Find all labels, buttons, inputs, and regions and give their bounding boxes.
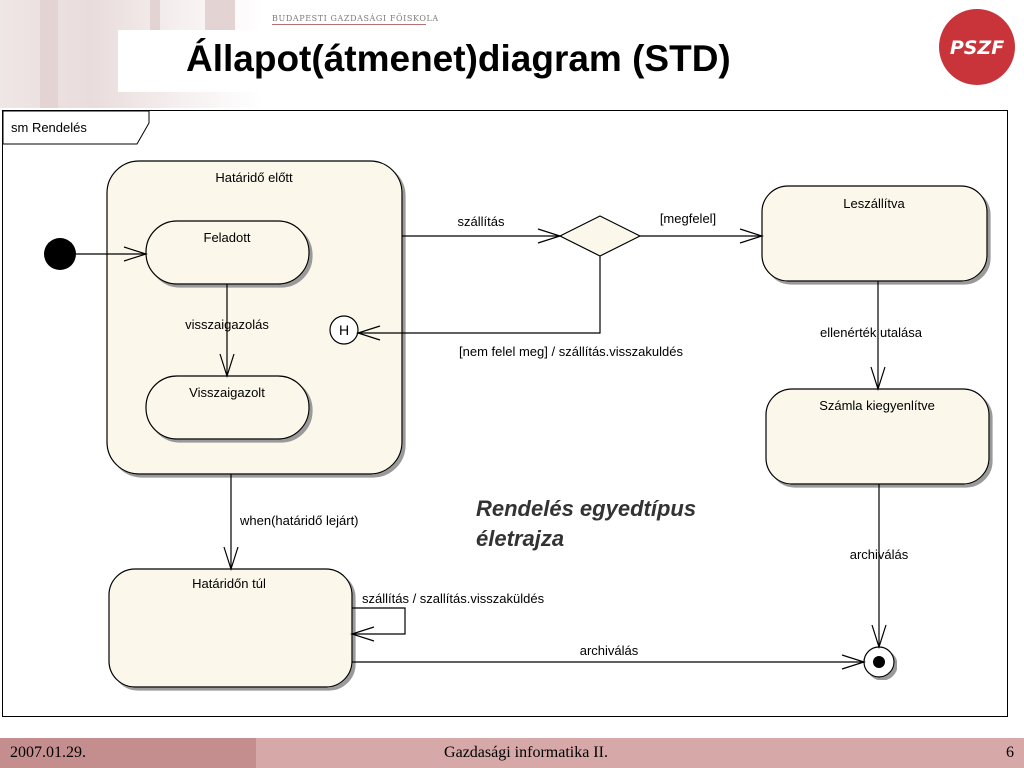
svg-text:Számla kiegyenlítve: Számla kiegyenlítve — [819, 398, 935, 413]
label-szallitas: szállítás — [458, 214, 505, 229]
decision-node — [558, 215, 642, 257]
transition-ellenertek-utalasa — [870, 281, 886, 391]
annotation-line-1: Rendelés egyedtípus — [476, 496, 696, 521]
state-diagram: sm Rendelés Határidő előtt Feladott Viss… — [2, 110, 1008, 717]
state-feladott: Feladott — [145, 220, 310, 285]
label-self-loop: szállítás / szallítás.visszaküldés — [362, 591, 545, 606]
transition-archivalas-bottom — [352, 654, 866, 670]
svg-text:Leszállítva: Leszállítva — [843, 196, 905, 211]
school-underline — [272, 24, 426, 25]
label-ellenertek: ellenérték utalása — [820, 325, 923, 340]
school-name: BUDAPESTI GAZDASÁGI FŐISKOLA — [272, 14, 439, 23]
transition-self-loop — [350, 607, 406, 642]
transition-archivalas-right — [871, 484, 887, 649]
state-hatarido-elott-label: Határidő előtt — [215, 170, 293, 185]
transition-when-hatarido-lejart — [223, 474, 239, 571]
label-archivalas-bottom: archiválás — [580, 643, 639, 658]
footer-date: 2007.01.29. — [0, 738, 256, 768]
label-archivalas-right: archiválás — [850, 547, 909, 562]
final-state — [863, 646, 895, 678]
header-decoration — [0, 0, 262, 108]
footer-page-number: 6 — [1006, 744, 1014, 761]
initial-state — [44, 238, 76, 270]
slide-title: Állapot(átmenet)diagram (STD) — [186, 38, 731, 79]
state-szamla-kiegyenlitve: Számla kiegyenlítve — [765, 388, 990, 485]
frame-label: sm Rendelés — [3, 111, 150, 145]
pszf-logo: PSZF — [938, 8, 1016, 86]
label-when: when(határidő lejárt) — [239, 513, 359, 528]
svg-text:sm Rendelés: sm Rendelés — [11, 120, 87, 135]
label-megfelel: [megfelel] — [660, 211, 716, 226]
annotation-line-2: életrajza — [476, 526, 564, 551]
transition-nem-felel-meg — [356, 256, 601, 341]
svg-text:Feladott: Feladott — [204, 230, 251, 245]
transition-szallitas — [402, 228, 562, 244]
state-visszaigazolt: Visszaigazolt — [145, 375, 310, 440]
svg-text:Határidőn túl: Határidőn túl — [192, 576, 266, 591]
state-leszallitva: Leszállítva — [761, 185, 988, 282]
transition-visszaigazolas — [219, 284, 235, 378]
history-state: H — [329, 315, 359, 345]
logo-text: PSZF — [950, 37, 1004, 59]
transition-initial-feladott — [76, 246, 148, 262]
state-hataridon-tul: Határidőn túl — [108, 568, 353, 688]
label-visszaigazolas: visszaigazolás — [185, 317, 269, 332]
transition-megfelel — [640, 228, 764, 244]
svg-text:H: H — [339, 322, 349, 338]
footer-course: Gazdasági informatika II. — [444, 744, 608, 761]
svg-text:Visszaigazolt: Visszaigazolt — [189, 385, 265, 400]
slide-footer: 2007.01.29. Gazdasági informatika II. 6 — [0, 738, 1024, 768]
label-nem-felel-meg: [nem felel meg] / szállítás.visszakuldés — [459, 344, 683, 359]
